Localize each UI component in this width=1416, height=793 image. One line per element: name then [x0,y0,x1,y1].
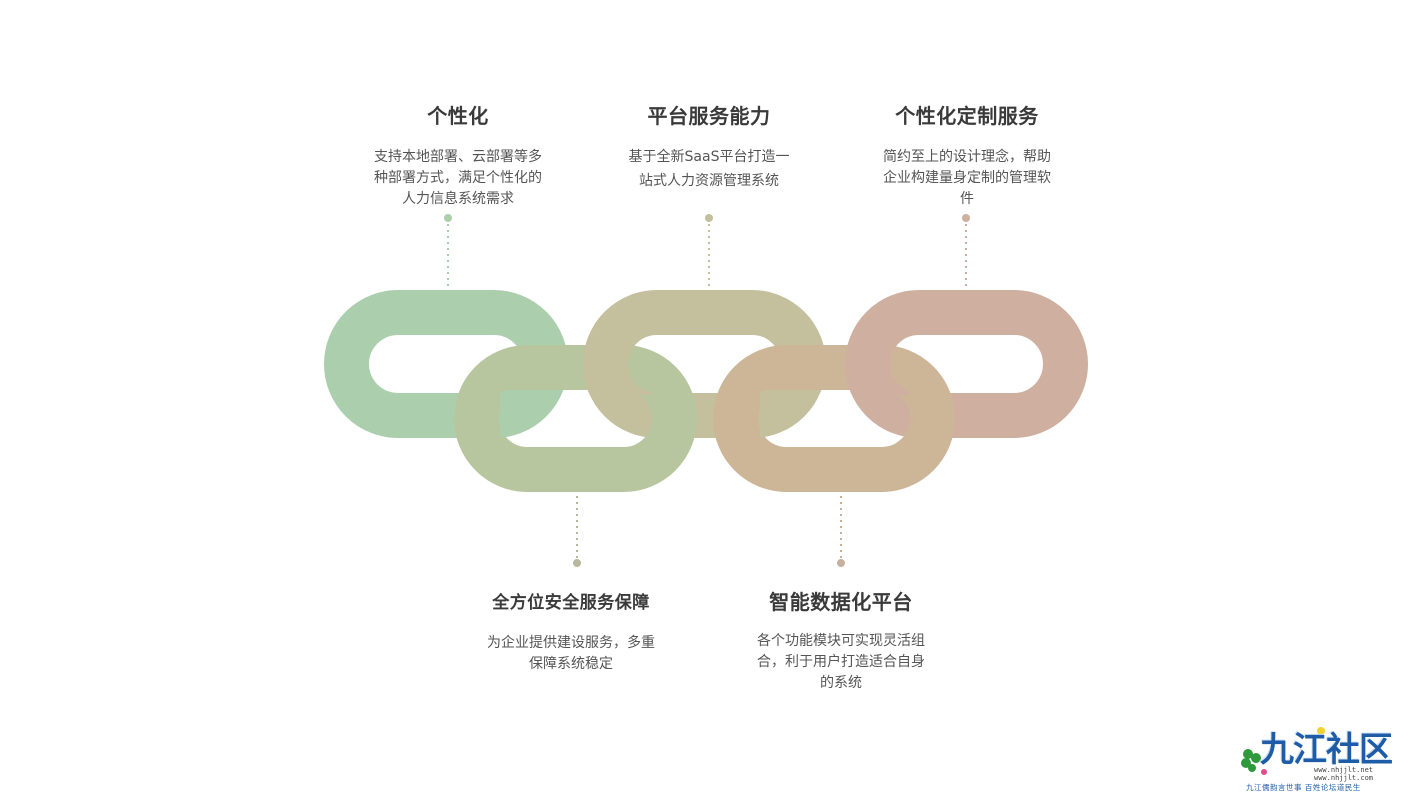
chain-link-2 [454,345,697,492]
clover-icon [1241,749,1267,775]
feature-desc: 各个功能模块可实现灵活组 合，利于用户打造适合自身 的系统 [757,633,925,691]
connector-top-2 [705,214,713,288]
feature-title: 个性化定制服务 [895,104,1039,128]
feature-desc: 支持本地部署、云部署等多 种部署方式，满足个性化的 人力信息系统需求 [374,149,542,207]
connector-bottom-2 [837,496,845,567]
watermark-logo: 九江社区 www.nhjjlt.net www.nhjjlt.com 九江儒韵言… [1238,722,1408,792]
feature-personalization: 个性化 支持本地部署、云部署等多 种部署方式，满足个性化的 人力信息系统需求 [348,100,568,210]
feature-custom-service: 个性化定制服务 简约至上的设计理念，帮助 企业构建量身定制的管理软 件 [857,100,1077,210]
chain-link-4 [713,345,955,492]
feature-title: 个性化 [427,104,489,128]
feature-title: 全方位安全服务保障 [492,593,650,613]
star-flower-icon [1317,727,1325,735]
feature-title: 平台服务能力 [647,104,771,128]
connector-top-1 [444,214,452,288]
watermark-slogan: 九江儒韵言世事 百姓论坛道民生 [1246,783,1361,792]
watermark-title: 九江社区 [1260,730,1393,770]
feature-data-platform: 智能数据化平台 各个功能模块可实现灵活组 合，利于用户打造适合自身 的系统 [731,586,951,694]
feature-platform-service: 平台服务能力 基于全新SaaS平台打造一 站式人力资源管理系统 [599,100,819,193]
connector-top-3 [962,214,970,288]
connector-bottom-1 [573,496,581,567]
watermark-url: www.nhjjlt.com [1314,774,1374,782]
feature-desc: 为企业提供建设服务，多重 保障系统稳定 [487,635,655,672]
feature-desc: 简约至上的设计理念，帮助 企业构建量身定制的管理软 件 [883,149,1051,207]
feature-desc: 基于全新SaaS平台打造一 站式人力资源管理系统 [628,149,790,189]
feature-security: 全方位安全服务保障 为企业提供建设服务，多重 保障系统稳定 [461,588,681,675]
watermark-url: www.nhjjlt.net [1314,766,1374,774]
feature-title: 智能数据化平台 [769,590,913,614]
